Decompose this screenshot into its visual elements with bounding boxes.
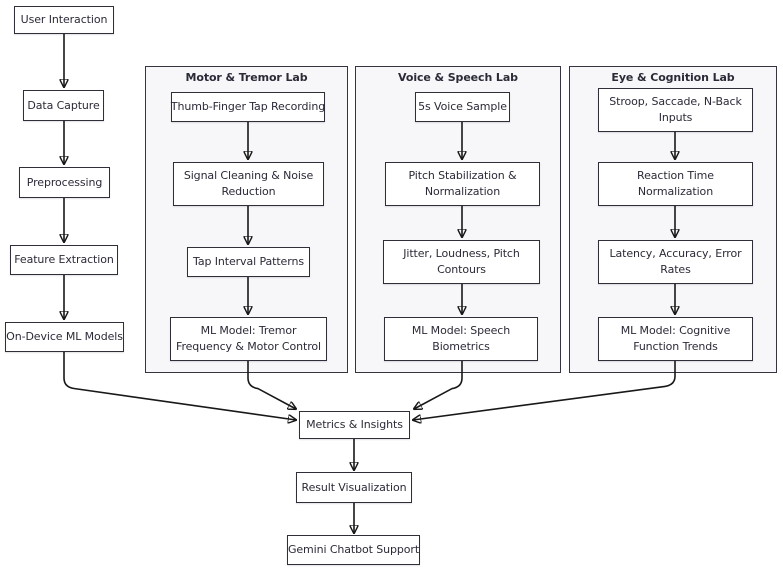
node-metrics-insights: Metrics & Insights <box>299 411 410 439</box>
node-label: Tap Interval Patterns <box>193 255 304 268</box>
node-jitter-loudness-pitch-contours: Jitter, Loudness, Pitch Contours <box>383 240 540 284</box>
node-label: Result Visualization <box>301 480 407 494</box>
node-ml-model-tremor: ML Model: Tremor Frequency & Motor Contr… <box>170 317 327 361</box>
node-ml-model-speech-biometrics: ML Model: Speech Biometrics <box>384 317 538 361</box>
group-title-voice-speech-lab: Voice & Speech Lab <box>398 71 518 84</box>
node-data-capture: Data Capture <box>23 90 104 121</box>
node-ml-model-cognitive-trends: ML Model: Cognitive Function Trends <box>598 317 753 361</box>
group-title-motor-tremor-lab: Motor & Tremor Lab <box>185 71 308 84</box>
node-label: Normalization <box>424 185 501 198</box>
node-on-device-ml-models: On-Device ML Models <box>5 322 124 352</box>
node-label: 5s Voice Sample <box>418 100 507 113</box>
node-label: Normalization <box>637 185 714 198</box>
node-result-visualization: Result Visualization <box>296 472 412 503</box>
node-label: Rates <box>660 263 691 276</box>
node-label: Contours <box>437 263 486 276</box>
node-gemini-chatbot-support: Gemini Chatbot Support <box>287 535 420 565</box>
node-label: Stroop, Saccade, N-Back <box>609 95 742 108</box>
node-preprocessing: Preprocessing <box>19 167 110 198</box>
node-label: Pitch Stabilization & <box>408 169 517 182</box>
node-user-interaction: User Interaction <box>14 6 114 34</box>
node-label: ML Model: Speech <box>411 324 511 337</box>
node-signal-cleaning-noise-reduction: Signal Cleaning & Noise Reduction <box>173 162 324 206</box>
node-label: Latency, Accuracy, Error <box>609 247 742 260</box>
node-label: Preprocessing <box>26 175 103 189</box>
node-feature-extraction: Feature Extraction <box>10 245 118 275</box>
node-label: Biometrics <box>432 340 490 353</box>
node-label: Function Trends <box>633 340 718 353</box>
node-5s-voice-sample: 5s Voice Sample <box>415 92 510 122</box>
node-label: Reaction Time <box>637 169 714 182</box>
group-title-eye-cognition-lab: Eye & Cognition Lab <box>611 71 735 84</box>
node-label: Feature Extraction <box>14 253 114 266</box>
node-latency-accuracy-error-rates: Latency, Accuracy, Error Rates <box>598 240 753 284</box>
node-label: ML Model: Tremor <box>200 324 297 337</box>
node-label: Inputs <box>658 111 693 124</box>
node-pitch-stabilization-normalization: Pitch Stabilization & Normalization <box>385 162 540 206</box>
node-tap-interval-patterns: Tap Interval Patterns <box>187 247 310 277</box>
node-label: Signal Cleaning & Noise <box>183 169 314 182</box>
node-label: ML Model: Cognitive <box>620 324 731 337</box>
node-label: Gemini Chatbot Support <box>287 543 420 556</box>
node-label: On-Device ML Models <box>6 330 123 343</box>
node-label: Reduction <box>221 185 276 198</box>
node-label: User Interaction <box>20 13 108 26</box>
node-thumb-finger-tap-recording: Thumb-Finger Tap Recording <box>171 92 325 122</box>
node-stroop-saccade-nback-inputs: Stroop, Saccade, N-Back Inputs <box>598 88 753 132</box>
node-label: Thumb-Finger Tap Recording <box>170 100 326 113</box>
node-label: Data Capture <box>27 98 100 112</box>
node-label: Frequency & Motor Control <box>176 340 321 353</box>
node-label: Metrics & Insights <box>306 418 403 431</box>
node-reaction-time-normalization: Reaction Time Normalization <box>598 162 753 206</box>
node-label: Jitter, Loudness, Pitch <box>403 247 520 260</box>
